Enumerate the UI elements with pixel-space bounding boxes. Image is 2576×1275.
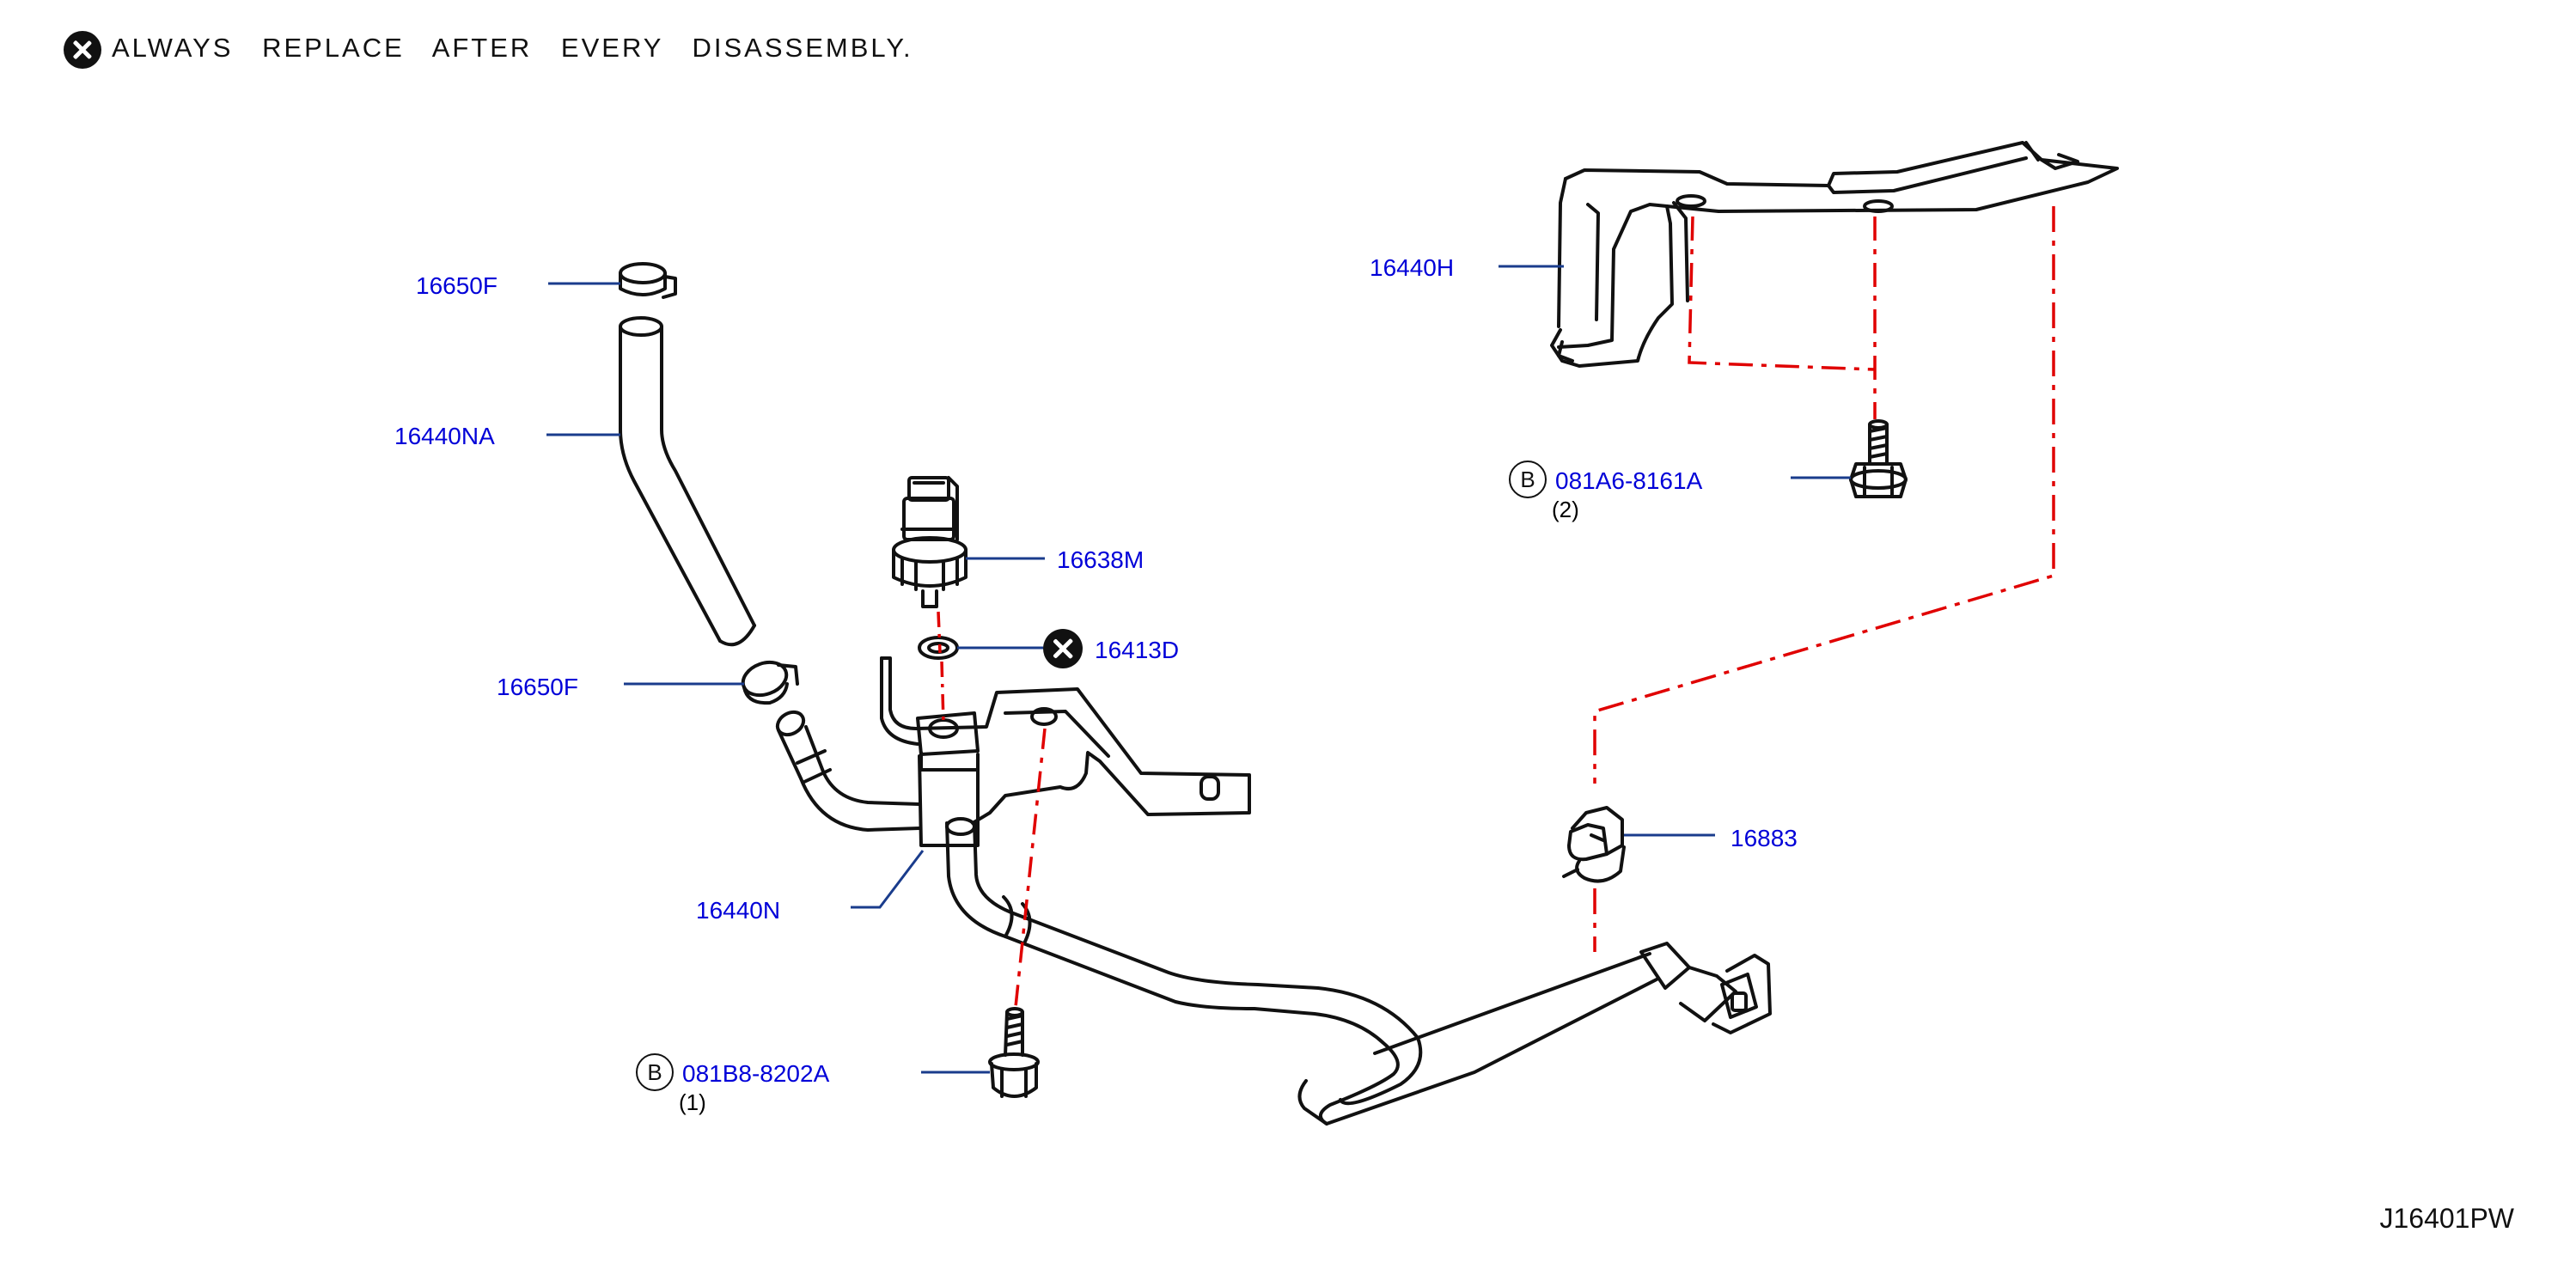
replace-note: ALWAYS REPLACE AFTER EVERY DISASSEMBLY. <box>112 33 913 63</box>
hose-clip <box>1562 806 1626 883</box>
label-16638M[interactable]: 16638M <box>1057 546 1145 573</box>
diagram-id: J16401PW <box>2379 1203 2514 1234</box>
bolt-081B8 <box>988 1007 1040 1098</box>
quantity-081B8: (1) <box>679 1089 706 1115</box>
label-16440H[interactable]: 16440H <box>1370 254 1455 281</box>
hose-clamp-top <box>619 262 677 299</box>
label-16413D[interactable]: 16413D <box>1095 637 1180 663</box>
long-tube <box>945 817 1658 1126</box>
vent-hose <box>619 316 756 647</box>
bracket-assembly <box>880 656 1251 847</box>
mounting-bracket <box>1550 141 2119 368</box>
bolt-marker-icon: B <box>1509 461 1547 498</box>
short-tube <box>775 710 921 832</box>
pressure-sensor <box>892 476 968 608</box>
quick-connector <box>1639 942 1772 1034</box>
label-16883[interactable]: 16883 <box>1731 825 1798 851</box>
bolt-marker-icon: B <box>636 1053 674 1091</box>
label-16650F-lower[interactable]: 16650F <box>497 674 578 700</box>
leader-lines <box>546 265 1851 1074</box>
label-081B8-8202A[interactable]: 081B8-8202A <box>682 1060 830 1087</box>
quantity-081A6: (2) <box>1552 497 1579 522</box>
label-16650F-top[interactable]: 16650F <box>416 272 497 299</box>
hose-clamp-lower <box>741 660 799 705</box>
bolt-081A6 <box>1849 419 1908 498</box>
label-081A6-8161A[interactable]: 081A6-8161A <box>1555 467 1703 494</box>
replace-x-icon <box>1043 629 1083 668</box>
replace-x-icon <box>64 31 101 69</box>
assembly-lines <box>937 206 2055 1008</box>
label-16440NA[interactable]: 16440NA <box>394 423 495 449</box>
label-16440N[interactable]: 16440N <box>696 897 781 924</box>
